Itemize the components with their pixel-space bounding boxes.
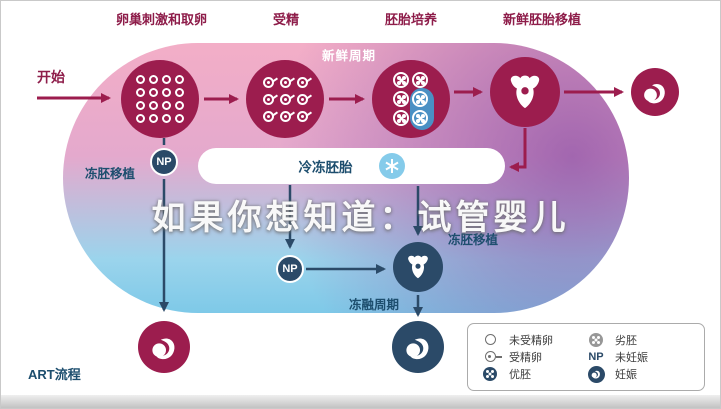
legend-item-pregnancy: 妊娠 (586, 365, 692, 383)
unfertilized-egg-icon (162, 101, 171, 110)
uterus-icon (408, 255, 428, 279)
legend-label: 妊娠 (615, 369, 637, 382)
stage-label-fresh-transfer: 新鲜胚胎移植 (503, 12, 582, 27)
legend-item-not-pregnant: NP 未妊娠 (586, 348, 692, 365)
baby-icon (152, 338, 175, 360)
art-process-label: ART流程 (28, 367, 81, 382)
unfertilized-egg-icon (175, 114, 184, 123)
unfertilized-egg-icon (149, 75, 158, 84)
fertilized-egg-icon (262, 110, 274, 122)
frozen-embryo-bar: 冷冻胚胎 (198, 148, 505, 184)
baby-icon (406, 338, 429, 360)
embryo-icon (412, 91, 428, 107)
fertilized-egg-icon (262, 76, 274, 88)
thaw-cycle-label: 冻融周期 (349, 298, 400, 312)
np-badge-left: NP (150, 148, 178, 176)
start-label: 开始 (37, 69, 65, 85)
unfertilized-egg-icon (175, 101, 184, 110)
fertilized-egg-grid (262, 76, 308, 122)
egg-grid (136, 75, 184, 123)
snowflake-icon (390, 159, 393, 173)
fertilized-egg-icon (279, 76, 291, 88)
fresh-cycle-label: 新鲜周期 (322, 49, 377, 63)
frozen-transfer-label-right: 冻胚移植 (448, 233, 499, 247)
legend-label: 受精卵 (509, 351, 542, 364)
unfertilized-egg-icon (149, 114, 158, 123)
legend-label: 未妊娠 (615, 351, 648, 364)
fertilized-egg-icon (279, 110, 291, 122)
embryo-icon (393, 72, 409, 88)
embryo-grid (393, 72, 429, 126)
legend-item-poor-embryo: 劣胚 (586, 331, 692, 348)
stimulation-node (121, 60, 199, 138)
poor-embryo-icon (586, 332, 606, 347)
unfertilized-egg-icon (136, 75, 145, 84)
uterus-icon (510, 75, 540, 109)
unfertilized-egg-icon (480, 334, 500, 346)
fertilization-node (246, 60, 324, 138)
legend-item-fertilized: 受精卵 (480, 348, 586, 365)
legend-box: 未受精卵 受精卵 优胚 劣胚 NP 未妊娠 (467, 323, 705, 391)
legend-label: 未受精卵 (509, 334, 553, 347)
fertilized-egg-icon (262, 93, 274, 105)
unfertilized-egg-icon (149, 88, 158, 97)
fertilized-egg-icon (296, 93, 308, 105)
unfertilized-egg-icon (149, 101, 158, 110)
unfertilized-egg-icon (162, 88, 171, 97)
fertilized-egg-icon (279, 93, 291, 105)
np-badge-middle: NP (276, 255, 304, 283)
unfertilized-egg-icon (136, 88, 145, 97)
good-embryo-icon (480, 367, 500, 382)
unfertilized-egg-icon (136, 101, 145, 110)
embryo-cluster (393, 72, 434, 130)
legend-label: 劣胚 (615, 334, 637, 347)
baby-icon (586, 365, 606, 383)
frozen-transfer-node (393, 242, 443, 292)
fertilized-egg-icon (296, 110, 308, 122)
embryo-culture-node (372, 60, 450, 138)
snowflake-badge (378, 153, 405, 179)
unfertilized-egg-icon (136, 114, 145, 123)
unfertilized-egg-icon (175, 75, 184, 84)
legend-item-good-embryo: 优胚 (480, 366, 586, 383)
frozen-transfer-label-left: 冻胚移植 (85, 167, 136, 181)
fertilized-egg-icon (296, 76, 308, 88)
embryo-icon (412, 72, 428, 88)
embryo-icon (393, 110, 409, 126)
np-icon: NP (588, 350, 604, 363)
legend-item-unfertilized: 未受精卵 (480, 331, 586, 348)
stage-label-fertilization: 受精 (273, 12, 300, 27)
frozen-embryo-label: 冷冻胚胎 (298, 160, 353, 175)
unfertilized-egg-icon (162, 114, 171, 123)
unfertilized-egg-icon (175, 88, 184, 97)
pregnancy-node-left (138, 321, 190, 373)
embryo-icon (412, 110, 428, 126)
embryo-icon (393, 91, 409, 107)
stage-label-stimulation: 卵巢刺激和取卵 (116, 12, 208, 27)
unfertilized-egg-icon (162, 75, 171, 84)
pregnancy-node-middle (392, 321, 444, 373)
fertilized-egg-icon (480, 351, 502, 363)
bottom-edge-strip (1, 395, 720, 408)
stage-label-embryo-culture: 胚胎培养 (385, 12, 438, 27)
baby-icon (644, 83, 665, 104)
fresh-transfer-node (490, 57, 560, 127)
pregnancy-node-fresh (631, 68, 679, 116)
legend-label: 优胚 (509, 369, 531, 382)
